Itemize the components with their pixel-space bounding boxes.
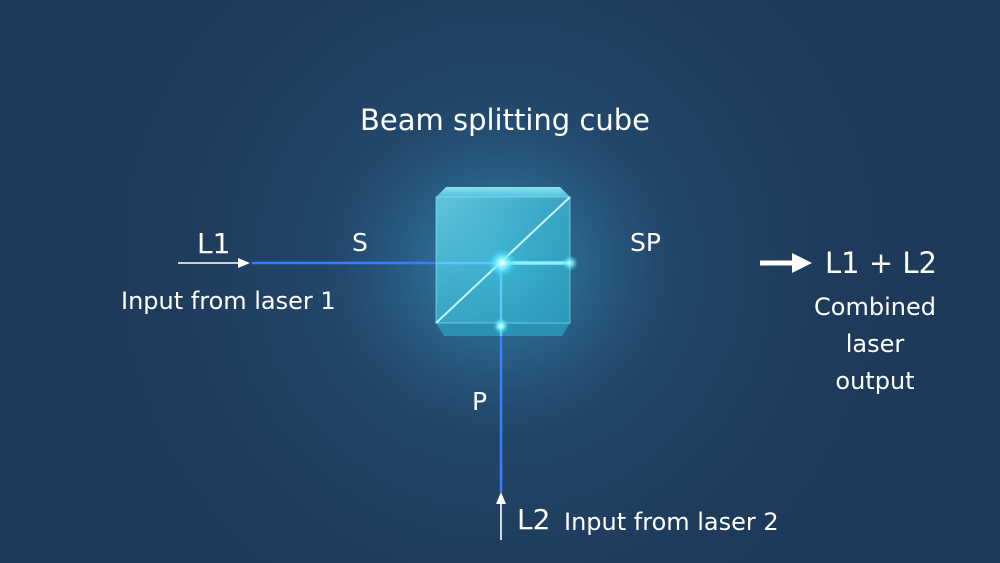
s-polarization-label: S: [352, 228, 368, 257]
sp-polarization-label: SP: [630, 228, 661, 257]
laser2-arrow-icon: [496, 492, 506, 540]
output-description-line: laser: [845, 330, 905, 358]
output-label: L1 + L2: [825, 246, 937, 280]
beam-splitting-cube: [435, 187, 578, 336]
laser2-label: L2: [517, 503, 551, 536]
laser1-description: Input from laser 1: [121, 287, 336, 315]
laser2-description: Input from laser 2: [564, 508, 779, 536]
output-description: Combined laser output: [800, 289, 950, 400]
output-description-line: Combined: [814, 293, 936, 321]
diagram-title: Beam splitting cube: [360, 103, 650, 137]
p-polarization-label: P: [472, 387, 488, 416]
output-arrow-icon: [760, 253, 812, 273]
entry-spot: [493, 318, 509, 334]
laser1-arrow-icon: [178, 258, 250, 268]
output-description-line: output: [835, 367, 915, 395]
combining-spot: [488, 249, 516, 277]
laser1-label: L1: [197, 227, 231, 260]
